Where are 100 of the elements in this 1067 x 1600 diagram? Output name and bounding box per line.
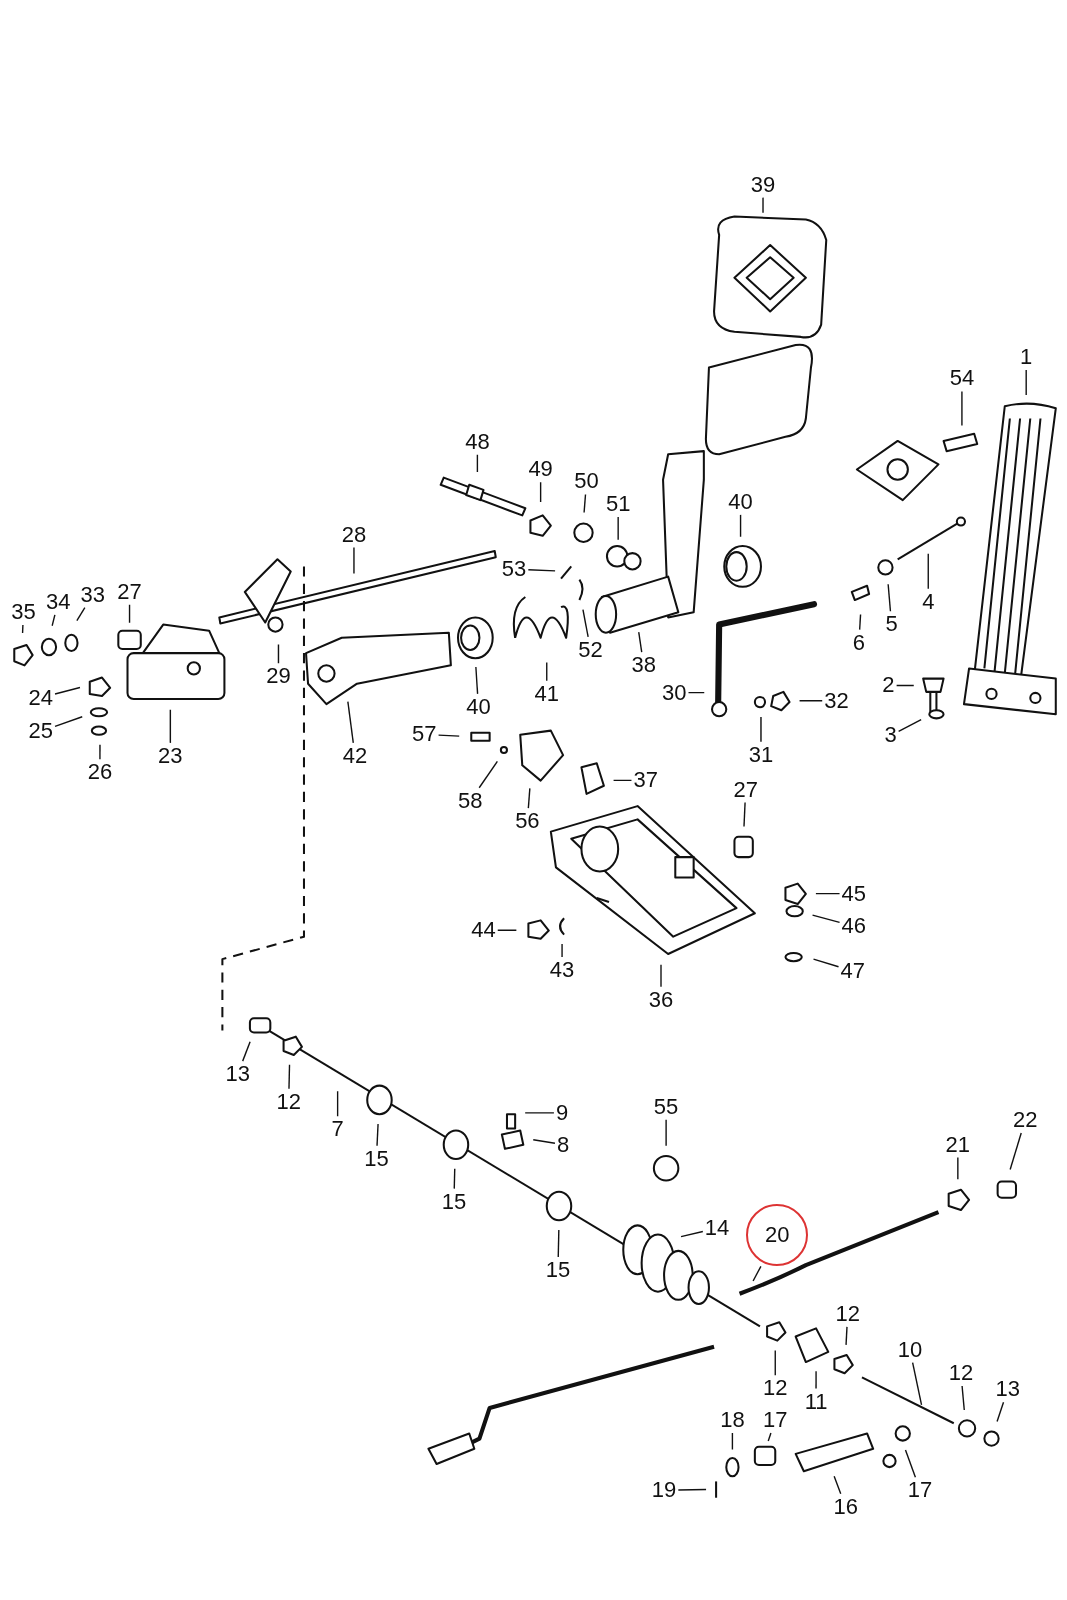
leader-line [767,1432,772,1442]
leader-line [897,719,922,732]
leader-line [475,666,479,695]
callout-number: 17 [761,1406,790,1433]
leader-line [128,603,131,624]
callout-number: 10 [895,1336,925,1363]
callout-number: 21 [943,1131,973,1158]
leader-line [743,801,746,828]
callout-number: 34 [43,588,73,615]
leader-line [353,546,355,575]
callout-number: 12 [946,1360,976,1386]
callout-number: 12 [833,1300,862,1327]
callout-number: 31 [746,741,776,768]
leader-line [927,553,929,590]
leader-line [54,716,83,728]
leader-line [478,760,499,789]
leader-line [437,734,460,737]
callout-number: 35 [9,599,38,626]
callout-number: 14 [702,1215,732,1242]
callout-number: 39 [748,171,778,198]
leader-line [539,481,542,503]
leader-line [169,709,172,744]
callout-number: 37 [631,767,660,794]
leader-line [957,1156,959,1181]
leader-line [660,964,662,988]
leader-line [774,1349,776,1376]
callout-number: 15 [362,1145,391,1172]
leader-line [812,958,840,968]
callout-number: 40 [726,488,755,515]
leader-line [21,624,24,634]
callout-number: 12 [761,1375,790,1402]
leader-line [760,716,762,743]
leader-line [904,1449,917,1479]
leader-line [911,1361,923,1406]
leader-line [557,1229,560,1258]
leader-line [527,569,556,572]
callout-number: 51 [603,490,633,517]
leader-line [1009,1132,1022,1171]
callout-number: 27 [731,776,760,803]
leader-line [376,1123,379,1147]
leader-line [453,1168,456,1190]
leader-line [665,1119,667,1147]
callout-number: 50 [572,468,601,495]
callout-number: 6 [850,629,867,656]
callout-number: 25 [26,718,56,745]
callout-number: 53 [499,556,529,583]
callout-number: 11 [802,1388,830,1415]
leader-line [677,1488,707,1491]
callout-number: 33 [78,581,108,608]
leader-line [731,1432,734,1451]
callout-number: 48 [463,428,492,455]
leader-line [961,1385,965,1411]
callout-number: 20 [746,1204,809,1267]
callout-number: 27 [115,578,144,605]
leader-line [798,700,823,702]
callout-number: 19 [649,1477,679,1504]
leader-line [811,914,841,924]
leader-line [638,631,643,653]
leader-line [532,1139,556,1144]
callout-number: 7 [329,1116,346,1143]
callout-number: 23 [156,742,185,769]
callout-number: 17 [905,1477,935,1504]
leader-line [546,661,548,682]
leader-line [497,929,518,931]
callout-number: 44 [469,917,498,944]
callout-number: 4 [920,588,937,615]
leader-line [617,516,619,541]
callout-number: 54 [947,365,977,392]
callout-number: 15 [543,1257,573,1283]
callout-number: 38 [629,652,658,679]
leader-line [336,1090,339,1117]
callout-number: 29 [264,663,293,690]
leader-line [752,1265,762,1282]
callout-number: 15 [439,1188,469,1215]
callout-number: 8 [554,1131,572,1158]
leader-line [845,1326,848,1346]
leader-line [687,691,705,694]
callout-number: 2 [880,672,897,699]
callout-number: 36 [646,986,676,1013]
leader-line [762,196,764,214]
callout-number: 30 [660,679,689,706]
callout-number: 57 [410,721,439,748]
leader-line [887,583,892,612]
leader-line [815,892,841,895]
leader-line [54,686,81,695]
leader-line [612,779,633,782]
leader-line [833,1475,842,1495]
leader-line [739,514,742,538]
leader-line [815,1370,817,1390]
callout-number: 5 [883,611,900,638]
leader-line [277,643,280,664]
leader-line [858,613,862,631]
leader-line [996,1401,1005,1423]
callout-number: 32 [822,687,851,714]
leader-line [476,454,479,473]
callout-number: 1 [1018,344,1035,370]
callout-number: 43 [547,957,577,984]
callout-number: 28 [339,521,369,548]
callout-number: 52 [576,636,605,663]
callout-number: 42 [340,742,370,769]
